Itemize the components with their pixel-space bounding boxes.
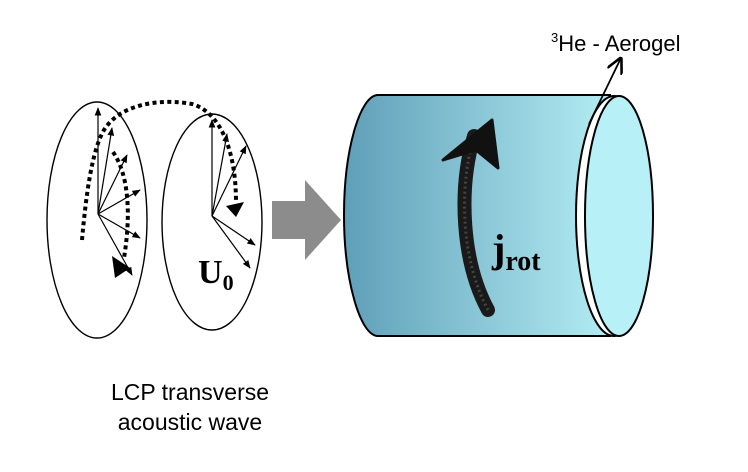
amplitude-symbol: U0 bbox=[198, 254, 234, 295]
aerogel-cylinder bbox=[342, 94, 654, 337]
wave-plane-left-outline bbox=[46, 101, 148, 339]
label-leader-arrow bbox=[588, 60, 620, 125]
wave-caption-line-2: acoustic wave bbox=[117, 409, 263, 435]
isotope-superscript: 3 bbox=[551, 30, 559, 45]
right-arrow-icon bbox=[272, 180, 341, 260]
wave-caption: LCP transverse acoustic wave bbox=[40, 377, 340, 437]
displacement-vectors-right bbox=[208, 119, 256, 269]
wave-plane-right bbox=[161, 113, 263, 331]
rotation-arrowhead-right bbox=[226, 202, 244, 217]
rotation-arrowhead-left bbox=[112, 256, 130, 278]
wave-caption-line-1: LCP transverse bbox=[110, 379, 270, 405]
material-label-text: He - Aerogel bbox=[558, 31, 681, 56]
material-label: 3He - Aerogel bbox=[551, 30, 681, 57]
cylinder-end-cap bbox=[584, 95, 654, 337]
wave-plane-left bbox=[46, 101, 148, 339]
polarization-rotation-path bbox=[80, 99, 244, 278]
curved-up-arrow-icon bbox=[441, 118, 500, 317]
displacement-vectors-left bbox=[94, 107, 141, 276]
rotational-current-symbol: jrot bbox=[491, 226, 541, 277]
cylinder-body bbox=[342, 94, 611, 337]
